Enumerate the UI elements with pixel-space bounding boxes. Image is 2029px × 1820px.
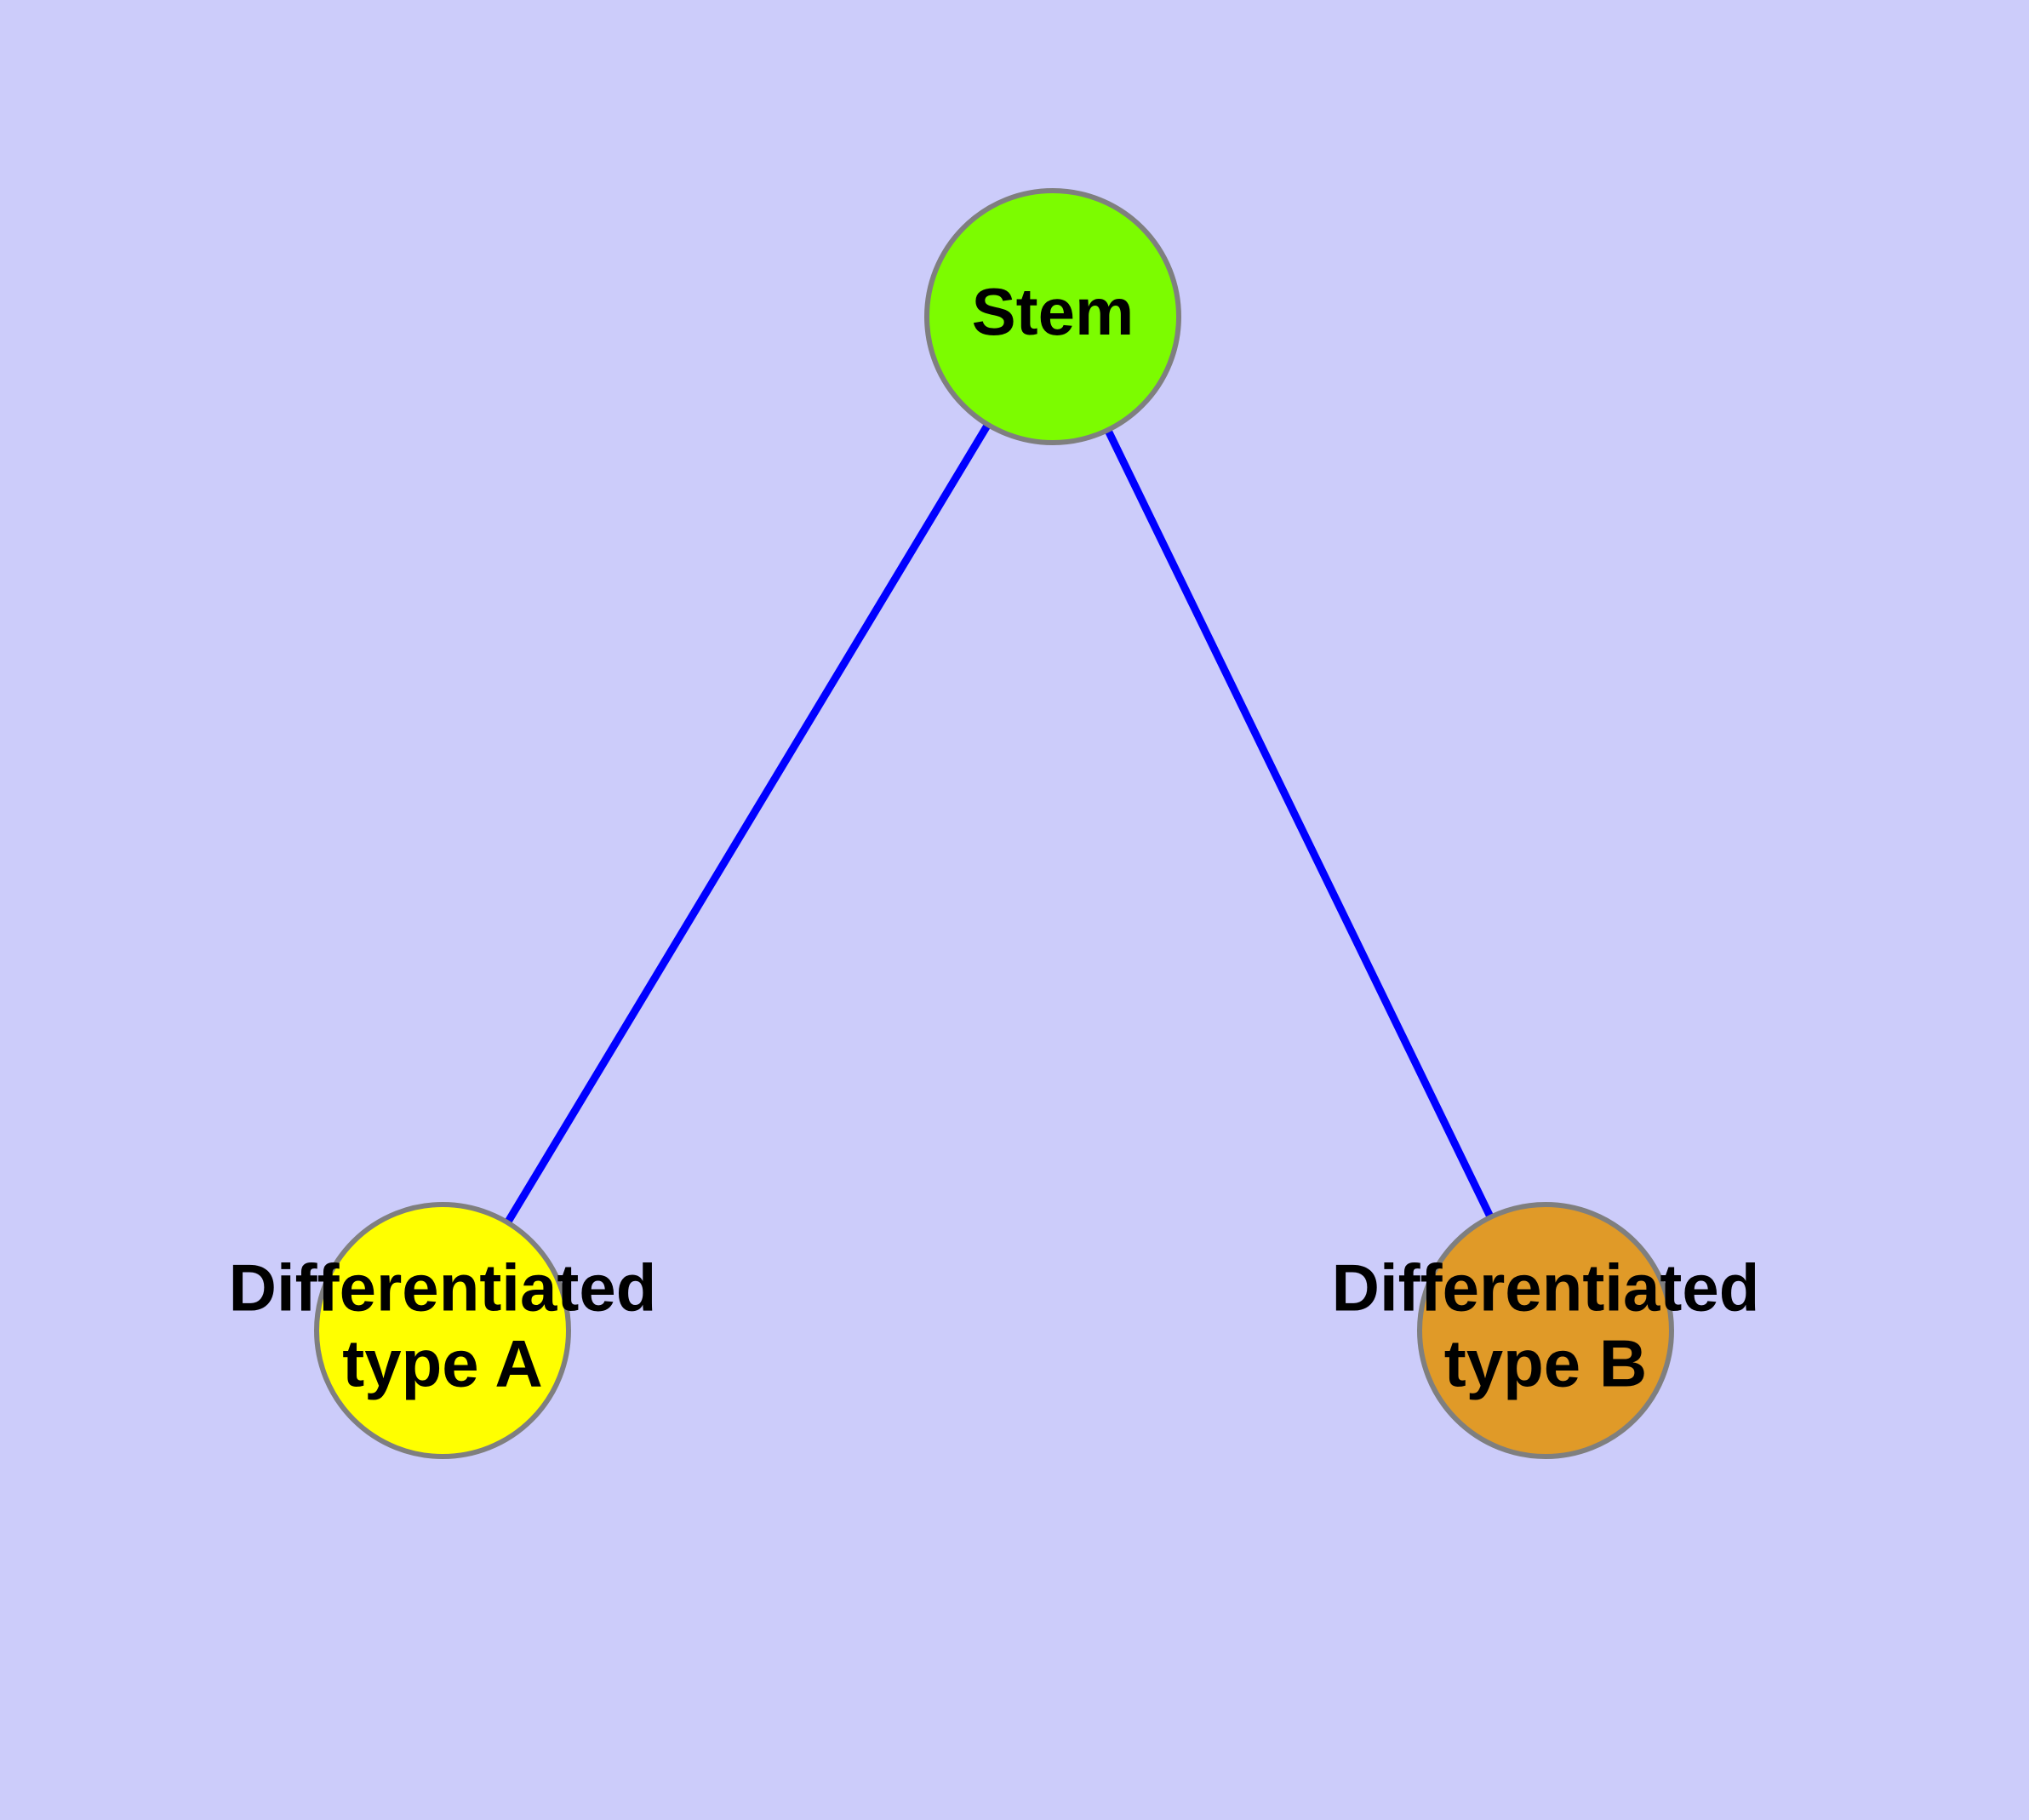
node-label-line: Stem bbox=[972, 274, 1135, 349]
node-label-line: Differentiated bbox=[229, 1250, 657, 1325]
node-circle-stem[interactable] bbox=[924, 188, 1181, 445]
node-label-line: type A bbox=[342, 1325, 543, 1400]
node-label-stem: Stem bbox=[972, 274, 1135, 349]
node-label-line: type B bbox=[1444, 1325, 1647, 1400]
node-label-line: Differentiated bbox=[1332, 1250, 1760, 1325]
edge-stem-to-a[interactable] bbox=[500, 417, 995, 1230]
edge-stem-to-b[interactable] bbox=[1101, 422, 1497, 1225]
node-circle-diff_b[interactable] bbox=[1417, 1202, 1674, 1459]
node-circle-diff_a[interactable] bbox=[314, 1202, 571, 1459]
edges-layer bbox=[500, 417, 1497, 1230]
